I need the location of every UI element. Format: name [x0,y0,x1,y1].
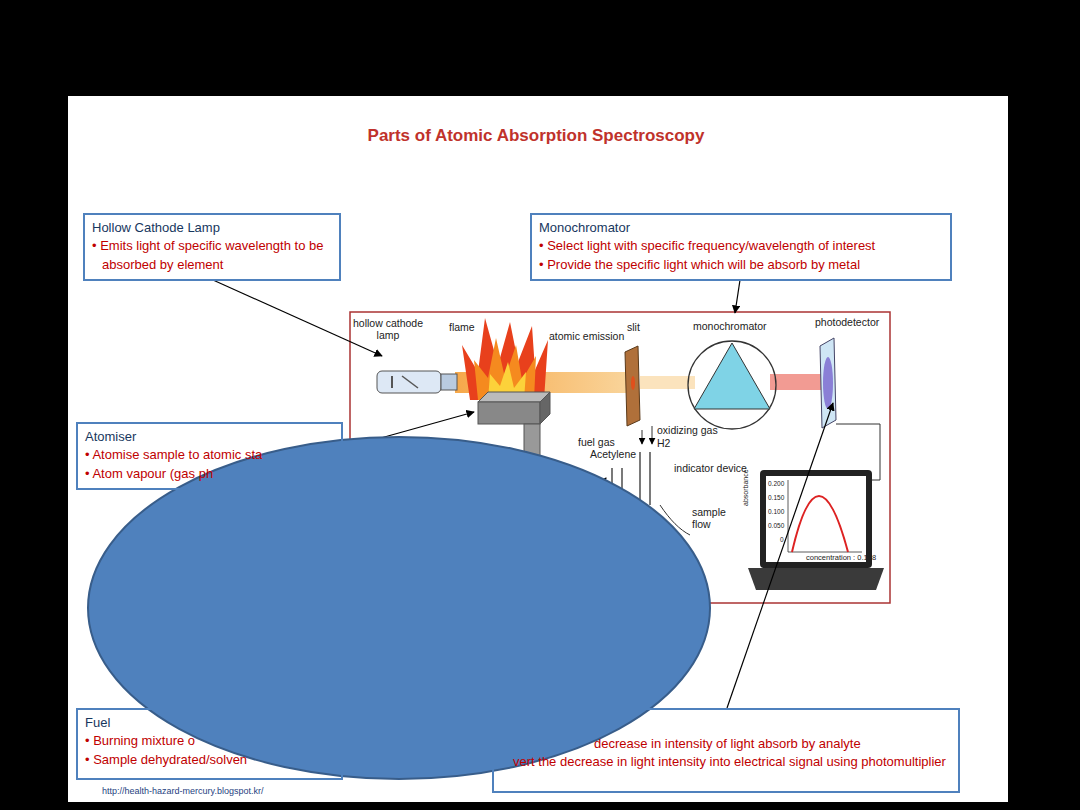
part-label: fuel gas [578,436,615,448]
bullet-text: • Atom vapour (gas ph [85,465,334,483]
callout-box: Hollow Cathode Lamp• Emits light of spec… [83,213,341,281]
bullet-text: • Emits light of specific wavelength to … [92,237,332,274]
box-heading: Monochromator [539,219,943,237]
callout-box: decrease in intensity of light absorb by… [492,708,960,793]
part-label: atomic emission [549,330,624,342]
callout-box: Fuel• Burning mixture o• Sample dehydrat… [76,708,343,780]
part-label: monochromator [693,320,767,332]
axis-tick: 0.150 [768,494,784,501]
part-label: H2 [657,437,670,449]
callout-box: Atomiser• Atomise sample to atomic sta• … [76,422,343,490]
part-label: sample flow [692,506,736,530]
axis-tick: 0.050 [768,522,784,529]
part-label: photodetector [815,316,879,328]
part-label: indicator device [674,462,747,474]
axis-title: absorbance [742,469,750,506]
box-heading: Fuel [85,714,334,732]
bullet-text: • Select light with specific frequency/w… [539,237,943,255]
axis-tick: 0.200 [768,480,784,487]
bullet-text: • Provide the specific light which will … [539,256,943,274]
part-label: Acetylene [590,448,636,460]
source-url: http://health-hazard-mercury.blogspot.kr… [102,786,263,796]
bullet-text: • Atomise sample to atomic sta [85,446,334,464]
box-heading: Atomiser [85,428,334,446]
part-label: slit [627,321,640,333]
bullet-text: • Sample dehydrated/solven [85,751,334,769]
cover-ellipse [88,437,710,779]
readout-text: concentration : 0.198 [806,554,876,563]
axis-tick: 0.100 [768,508,784,515]
bullet-text: decrease in intensity of light absorb by… [501,735,951,753]
part-label: flame [449,321,475,333]
bullet-text: • Burning mixture o [85,732,334,750]
part-label: oxidizing gas [657,424,718,436]
axis-tick: 0 [780,536,784,543]
part-label: hollow cathode lamp [352,317,424,341]
slide-title: Parts of Atomic Absorption Spectroscopy [368,126,705,146]
callout-box: Monochromator• Select light with specifi… [530,213,952,281]
bullet-text: vert the decrease in light intensity int… [501,753,951,771]
slide-panel [68,96,1008,802]
box-heading: Hollow Cathode Lamp [92,219,332,237]
